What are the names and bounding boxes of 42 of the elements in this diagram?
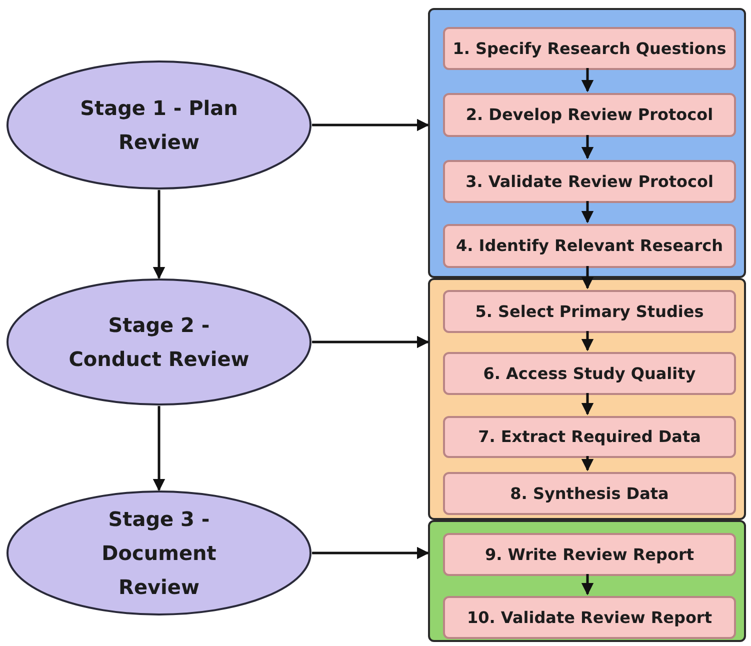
node-label: 7. Extract Required Data <box>478 427 701 447</box>
arrow <box>581 266 594 290</box>
arrow <box>581 331 594 352</box>
node-label: 5. Select Primary Studies <box>475 302 704 322</box>
step-box <box>443 596 736 639</box>
node-label: Stage 3 - Document Review <box>100 506 218 601</box>
step-box <box>443 290 736 333</box>
node-label: 10. Validate Review Report <box>467 608 712 628</box>
step-box <box>443 160 736 203</box>
step-box <box>443 472 736 515</box>
node-label: 3. Validate Review Protocol <box>466 172 714 192</box>
stage-ellipse <box>6 278 312 406</box>
step-box <box>443 27 736 70</box>
phase-panel <box>428 278 746 520</box>
phase-panel <box>428 520 746 642</box>
arrow <box>581 135 594 160</box>
arrow <box>581 68 594 92</box>
arrow <box>581 574 594 596</box>
step-box <box>443 533 736 576</box>
arrow <box>152 190 166 280</box>
arrow <box>312 546 430 560</box>
arrow <box>581 201 594 224</box>
node-label: Stage 1 - Plan Review <box>79 95 239 156</box>
node-label: 4. Identify Relevant Research <box>456 236 723 256</box>
step-box <box>443 224 736 268</box>
node-label: 1. Specify Research Questions <box>452 38 726 58</box>
node-label: 2. Develop Review Protocol <box>466 105 714 125</box>
phase-panel <box>428 8 746 278</box>
step-box <box>443 416 736 458</box>
node-label: 6. Access Study Quality <box>483 364 696 384</box>
arrow <box>152 406 166 492</box>
step-box <box>443 352 736 395</box>
arrow <box>312 336 430 348</box>
step-box <box>443 93 736 137</box>
stage-ellipse <box>6 60 312 190</box>
stage-ellipse <box>6 490 312 616</box>
node-label: 9. Write Review Report <box>484 544 694 564</box>
arrow <box>581 456 594 472</box>
arrow <box>312 118 430 132</box>
node-label: Stage 2 - Conduct Review <box>68 312 250 373</box>
arrow <box>581 393 594 416</box>
node-label: 8. Synthesis Data <box>510 484 669 504</box>
